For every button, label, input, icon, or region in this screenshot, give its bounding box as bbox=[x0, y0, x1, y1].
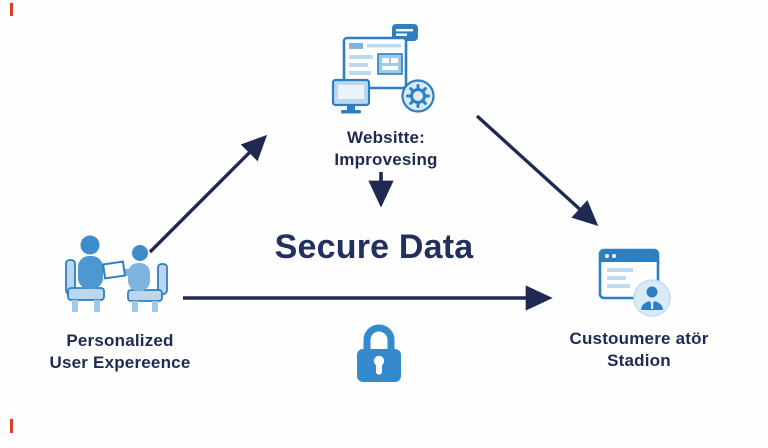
right-label-line2: Stadion bbox=[607, 351, 671, 371]
people-collaboration-icon bbox=[62, 232, 178, 324]
top-node-label: Websitte: Improvesing bbox=[300, 127, 472, 172]
browser-customer-search-icon bbox=[596, 246, 680, 322]
top-label-line2: Improvesing bbox=[334, 150, 438, 170]
red-artifact-mark-top-left bbox=[10, 3, 13, 16]
left-label-line2: User Expereence bbox=[49, 353, 191, 373]
padlock-icon bbox=[352, 322, 406, 388]
website-improvement-icon bbox=[330, 24, 442, 126]
left-node-label: Personalized User Expereence bbox=[25, 330, 215, 375]
right-label-line1: Custoumere atör bbox=[569, 329, 709, 348]
left-label-line1: Personalized bbox=[66, 331, 174, 350]
right-node-label: Custoumere atör Stadion bbox=[550, 328, 728, 373]
red-artifact-mark-bottom-left bbox=[10, 419, 13, 433]
arrow-left-to-top bbox=[148, 134, 268, 254]
top-label-line1: Websitte: bbox=[347, 128, 425, 147]
arrow-top-to-right bbox=[475, 114, 599, 226]
center-title: Secure Data bbox=[274, 228, 474, 266]
